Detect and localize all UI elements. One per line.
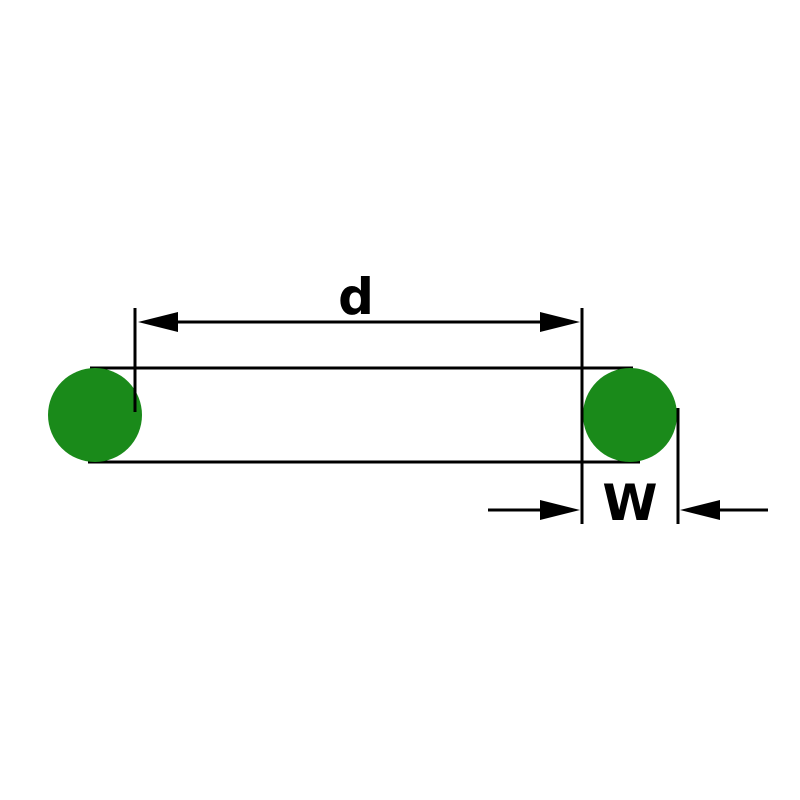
- left-cross-section-circle: [48, 368, 142, 462]
- right-cross-section-circle: [583, 368, 677, 462]
- cross-section-width-label: W: [602, 474, 657, 532]
- w-arrowhead-left-icon: [540, 500, 580, 520]
- w-arrowhead-right-icon: [680, 500, 720, 520]
- d-arrowhead-right-icon: [540, 312, 580, 332]
- d-arrowhead-left-icon: [138, 312, 178, 332]
- inner-diameter-label: d: [338, 268, 374, 326]
